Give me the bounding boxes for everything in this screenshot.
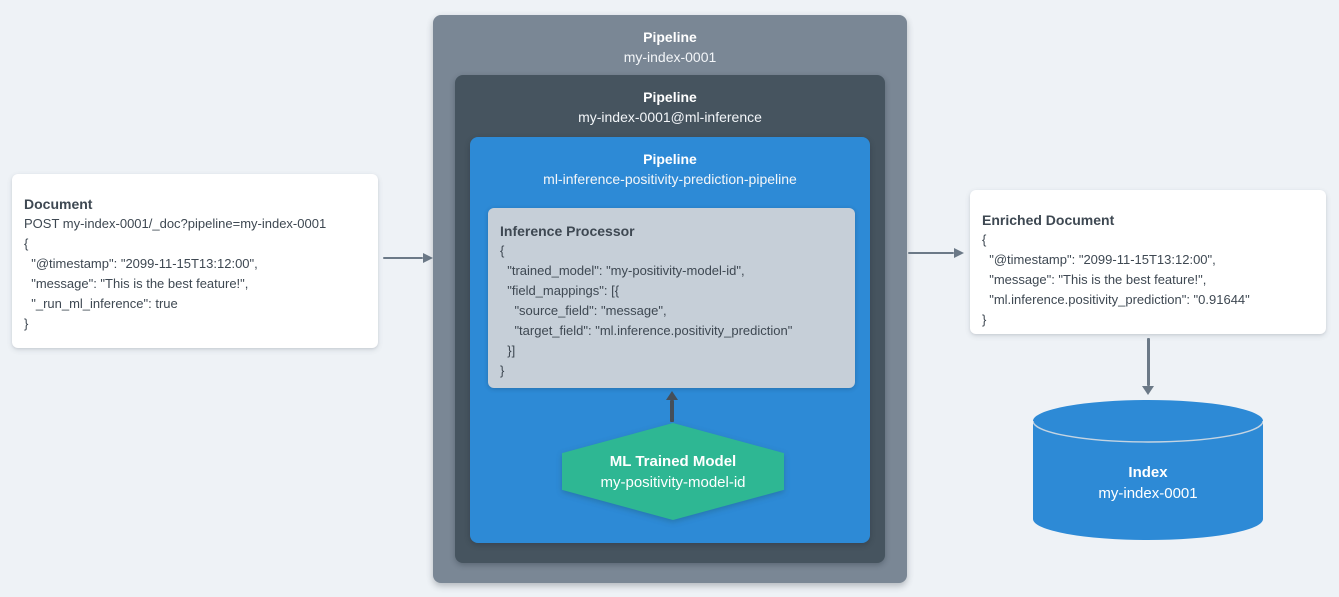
pipeline-ml-inference-title: Pipeline [643,89,697,105]
arrow-line [383,257,423,259]
inference-processor-box: Inference Processor { "trained_model": "… [488,208,855,388]
ml-trained-model-hexagon: ML Trained Model my-positivity-model-id [562,423,784,520]
enriched-document-card: Enriched Document { "@timestamp": "2099-… [970,190,1326,334]
arrow-head-icon [423,253,433,263]
cylinder-shape-icon [1032,400,1264,540]
pipeline-positivity-name: ml-inference-positivity-prediction-pipel… [543,171,797,187]
arrow-head-icon [954,248,964,258]
inference-processor-code: { "trained_model": "my-positivity-model-… [500,243,793,378]
arrow-line [908,252,954,254]
index-label: Index my-index-0001 [1033,462,1263,504]
arrow-model-to-processor-icon [665,391,679,422]
document-title: Document [24,196,93,212]
pipeline-positivity-prediction-box: Pipeline ml-inference-positivity-predict… [470,137,870,543]
pipeline-ml-inference-box: Pipeline my-index-0001@ml-inference Pipe… [455,75,885,563]
arrow-line [1146,338,1150,386]
arrow-line [670,400,674,422]
pipeline-outer-box: Pipeline my-index-0001 Pipeline my-index… [433,15,907,583]
arrow-head-icon [1142,386,1154,395]
enriched-document-title: Enriched Document [982,212,1115,228]
pipeline-outer-name: my-index-0001 [623,49,717,65]
inference-processor-title: Inference Processor [500,223,635,239]
ml-model-name: my-positivity-model-id [600,473,746,491]
arrow-pipeline-to-enriched-icon [908,247,964,259]
document-card: Document POST my-index-0001/_doc?pipelin… [12,174,378,348]
enriched-document-code: { "@timestamp": "2099-11-15T13:12:00", "… [982,232,1250,327]
index-name: my-index-0001 [1098,485,1198,502]
arrow-enriched-to-index-icon [1141,338,1155,395]
arrow-document-to-pipeline-icon [383,252,433,264]
index-cylinder: Index my-index-0001 [1032,400,1264,540]
pipeline-outer-title: Pipeline [643,29,697,45]
arrow-head-icon [666,391,678,400]
pipeline-positivity-title: Pipeline [643,151,697,167]
document-code: POST my-index-0001/_doc?pipeline=my-inde… [24,216,327,331]
index-title: Index [1128,464,1168,481]
ml-model-title: ML Trained Model [609,452,737,470]
hexagon-shape: ML Trained Model my-positivity-model-id [562,423,784,520]
pipeline-ml-inference-name: my-index-0001@ml-inference [578,109,762,125]
